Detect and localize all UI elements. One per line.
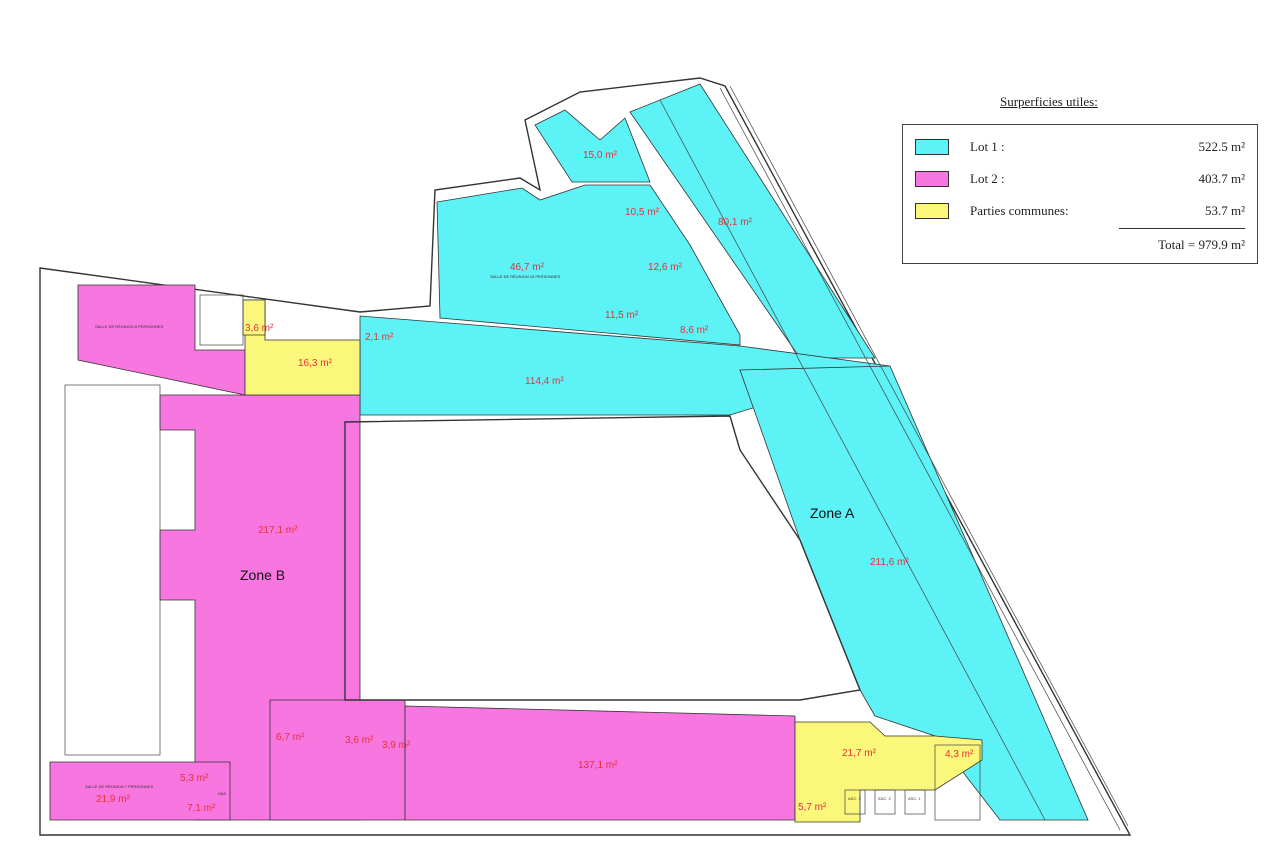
legend-row-lot2: Lot 2 : 403.7 m² [915,169,1245,189]
room-area: 21,9 m² [96,794,131,805]
total-rule [1119,228,1245,229]
lift-3 [904,789,926,815]
room-area: 12,6 m² [648,262,683,273]
lift-label: ASC. 2 [878,796,891,801]
room-area: 211,6 m² [870,557,909,568]
lot1-north-strip [629,83,876,359]
room-area: 137,1 m² [578,760,618,771]
legend-value: 403.7 m² [1198,171,1245,186]
room-name: SAS [218,791,226,796]
lot1-meeting-block [436,184,741,346]
room-name: SALLE DE RÉUNION 7 PERSONNES [85,784,154,789]
room-area: 3,9 m² [382,740,411,751]
legend-label: Lot 1 : [970,139,1005,154]
room-area: 114,4 m² [525,376,564,387]
room-area: 8,6 m² [680,325,709,336]
room-area: 6,7 m² [276,732,305,743]
room-area: 2,1 m² [365,332,394,343]
building-outline [39,77,1132,836]
grid-line [659,99,1046,821]
legend-label: Parties communes: [970,203,1069,218]
room-area: 217,1 m² [258,525,298,536]
legend: Lot 1 : 522.5 m² Lot 2 : 403.7 m² Partie… [902,124,1258,264]
room-area: 3,6 m² [245,323,274,334]
facade-line-2 [729,85,1129,827]
room-area: 80,1 m² [718,217,753,228]
room-area: 11,5 m² [605,310,639,321]
room-area: 16,3 m² [298,358,333,369]
room-area: 4,3 m² [945,749,974,760]
legend-title: Surperficies utiles: [1000,94,1098,109]
room-area: 46,7 m² [510,262,545,273]
lot1-room-15 [534,109,651,183]
room-name: SALLE DE RÉUNION 16 PERSONNES [490,274,561,279]
lot1-swatch [915,139,949,155]
room-area: 10,5 m² [625,207,660,218]
legend-value: 53.7 m² [1204,203,1245,218]
lift-1 [844,789,866,815]
legend-label: Lot 2 : [970,171,1005,186]
courtyard [344,415,861,701]
lot2-meeting-7 [49,761,231,821]
lift-label: ASC. 3 [848,796,861,801]
room-area: 3,6 m² [345,735,374,746]
legend-total: Total = 979.9 m² [1158,237,1245,252]
room-area: 21,7 m² [842,748,877,759]
lift-label: ASC. 1 [908,796,921,801]
legend-row-common: Parties communes: 53.7 m² [915,201,1245,221]
legend-value: 522.5 m² [1198,139,1245,154]
zone-a-label: Zone A [810,505,855,521]
room-area: 5,7 m² [798,802,827,813]
lot2-sanitary [269,699,406,821]
facade-line [719,87,1121,831]
room-area: 5,3 m² [180,773,209,784]
room-area: 15,0 m² [583,150,618,161]
common-swatch [915,203,949,219]
lot2-swatch [915,171,949,187]
lift-2 [874,789,896,815]
lot2-meeting-8 [77,284,246,396]
room-name: SALLE DE RÉUNION 8 PERSONNES [95,324,164,329]
room-area: 7,1 m² [187,803,216,814]
stairs-north [199,294,244,346]
stairs-south [934,744,981,821]
legend-row-lot1: Lot 1 : 522.5 m² [915,137,1245,157]
zone-b-label: Zone B [240,567,285,583]
light-well-west [64,384,161,756]
